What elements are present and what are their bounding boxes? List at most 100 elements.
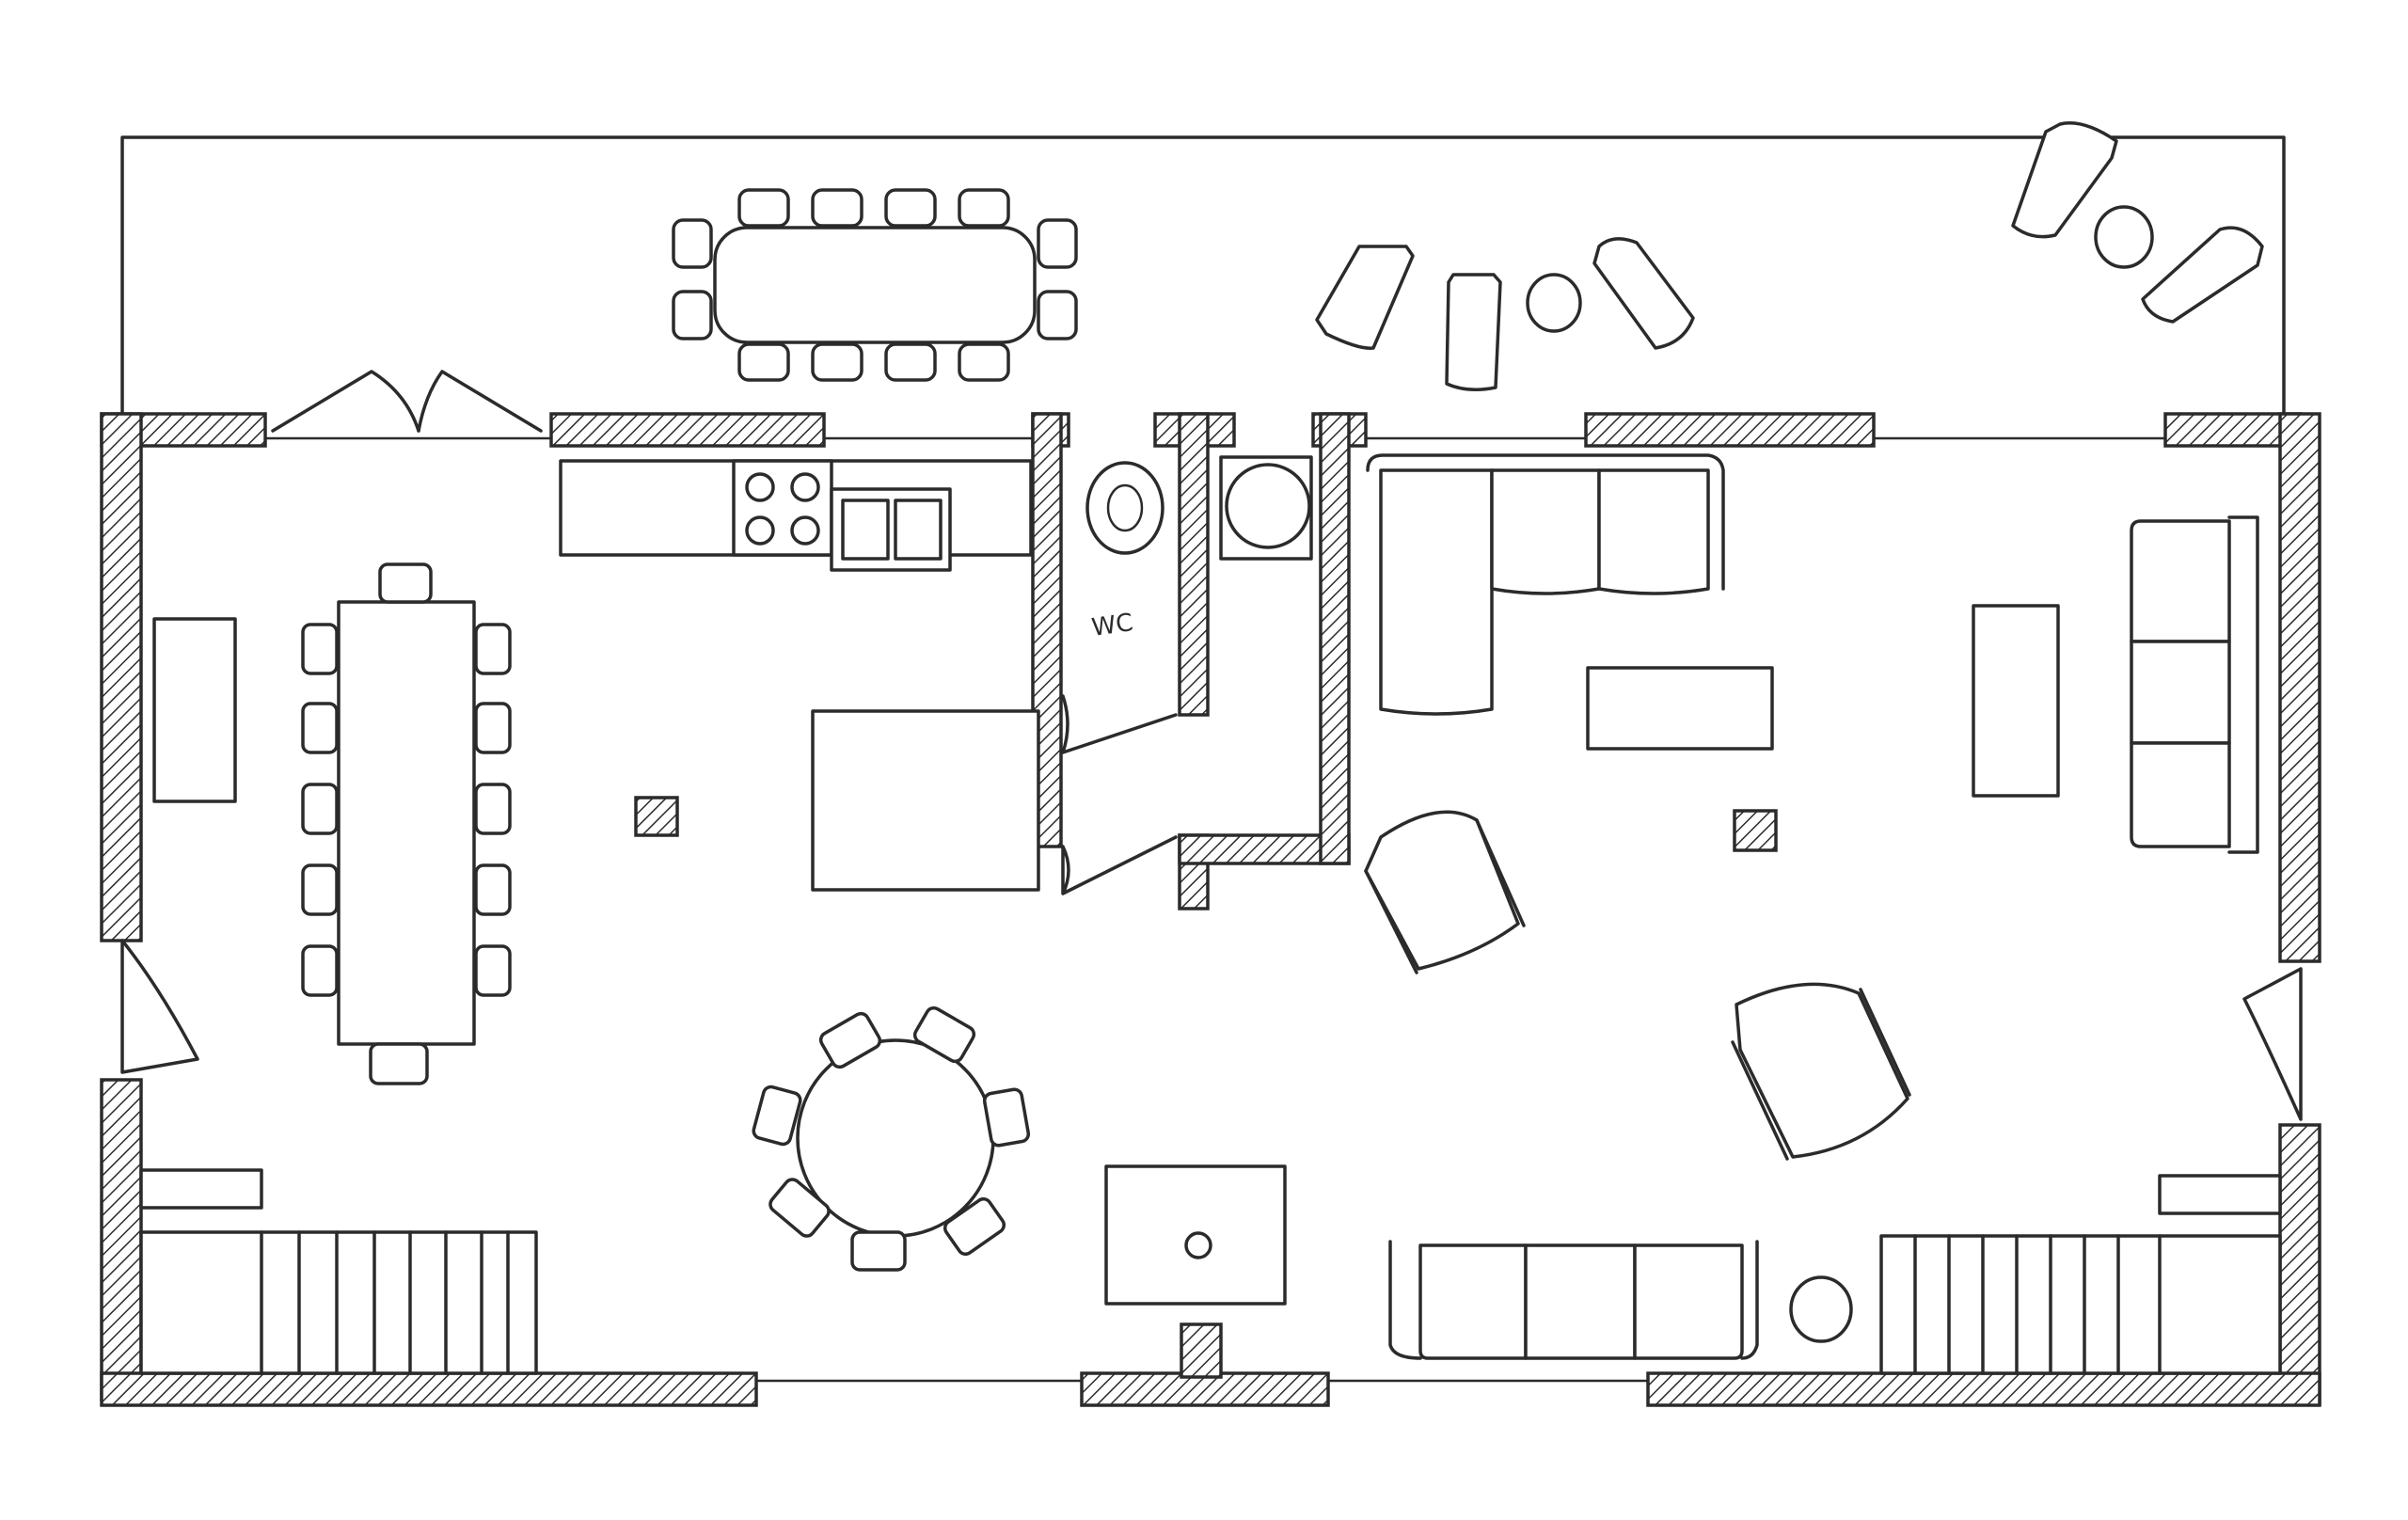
chair [811, 342, 863, 382]
chair [850, 1230, 907, 1272]
chair [737, 342, 790, 382]
chair [301, 783, 339, 835]
tv-console [1972, 604, 2060, 798]
lounge-chair [1592, 237, 1695, 350]
coffee-table [1586, 666, 1774, 751]
wall-segment [100, 412, 143, 942]
chair [672, 218, 713, 269]
chair [818, 1011, 882, 1069]
lounge-chair [1445, 273, 1502, 391]
wc-label: WC [1090, 609, 1135, 642]
terrace-lounge-group-left [1315, 237, 1695, 391]
sofa-backrest [1388, 1240, 1759, 1360]
sofa-seat [2130, 741, 2231, 848]
bottom-sofa [1388, 1240, 1759, 1360]
right-side-door [2242, 967, 2303, 1121]
chair [912, 1005, 976, 1064]
chair [958, 342, 1010, 382]
wall-segment [2278, 412, 2321, 963]
sofa-chaise [1379, 468, 1494, 716]
lounge-chair [2141, 226, 2264, 324]
side-table [1526, 273, 1582, 333]
chair [884, 188, 937, 228]
burner-icon [790, 515, 820, 546]
left-side-door [120, 939, 199, 1074]
armchair-arm [1731, 988, 1911, 1161]
chair [884, 342, 937, 382]
armchair-arm [1364, 818, 1526, 974]
stove-flue-icon [1184, 1231, 1212, 1259]
structural-column [1733, 809, 1778, 852]
stairs-right [1879, 1174, 2282, 1375]
terrace-door [271, 370, 543, 433]
wall-segment [1319, 412, 1351, 865]
burner-icon [745, 515, 775, 546]
chair [474, 783, 512, 835]
armchair-lower [1731, 982, 1911, 1161]
structural-column [634, 796, 679, 837]
wall-segment [1178, 412, 1210, 717]
sofa-seat [1597, 468, 1710, 595]
terrace-dining-set [672, 188, 1078, 382]
lounge-chair [1315, 245, 1415, 350]
lounge-chair [2011, 121, 2118, 239]
terrace [120, 121, 2286, 423]
armchair [1364, 810, 1520, 971]
chair [474, 944, 512, 997]
burner-icon [745, 472, 775, 502]
round-dining-set [752, 1005, 1031, 1272]
door-swing [271, 370, 420, 433]
wall-segment [549, 412, 826, 448]
stair-flight [1879, 1234, 2282, 1375]
chair [474, 702, 512, 754]
terrace-dining-table [713, 226, 1037, 344]
chair [1037, 218, 1078, 269]
sink-basin [841, 499, 890, 561]
sofa-seat [2130, 640, 2231, 745]
chair [958, 188, 1010, 228]
chair [474, 863, 512, 916]
sofa-seat [1524, 1243, 1637, 1360]
wall-segment [1180, 1322, 1223, 1379]
bath-door-swing [1061, 835, 1178, 895]
chair [768, 1178, 831, 1238]
bathroom-core: WC [1031, 412, 1351, 910]
side-table [2094, 205, 2154, 269]
chair [301, 863, 339, 916]
wall-segment [100, 1371, 758, 1407]
terrace-outline [120, 135, 2286, 423]
long-dining-set [301, 562, 512, 1085]
chair [737, 188, 790, 228]
landing [2158, 1174, 2282, 1215]
wall-segment [1646, 1371, 2321, 1407]
long-dining-table [337, 600, 476, 1046]
wall-segment [100, 1078, 143, 1401]
stair-flight [139, 1230, 538, 1375]
wall-segment [2278, 1123, 2321, 1405]
sofa-backrest [1366, 453, 1725, 591]
cooktop [732, 459, 833, 557]
chair [378, 562, 433, 604]
chair [369, 1042, 429, 1085]
sofa-seat [1490, 468, 1601, 595]
sideboard [152, 617, 237, 803]
right-sofa [2130, 515, 2259, 854]
sofa-backrest [2227, 515, 2259, 854]
side-table [1789, 1275, 1853, 1343]
door-swing [417, 370, 543, 433]
kitchen-island [811, 709, 1040, 892]
chair [301, 944, 339, 997]
chair [301, 623, 339, 675]
l-shaped-sofa [1366, 453, 1725, 716]
chair [1037, 290, 1078, 340]
wc-door-swing [1061, 694, 1178, 754]
chair [943, 1196, 1006, 1257]
toilet-seat [1106, 483, 1144, 532]
chair [982, 1087, 1031, 1148]
chair [811, 188, 863, 228]
chair [672, 290, 713, 340]
landing [139, 1168, 263, 1210]
armchair [1735, 982, 1909, 1159]
wall-segment [1584, 412, 1876, 448]
